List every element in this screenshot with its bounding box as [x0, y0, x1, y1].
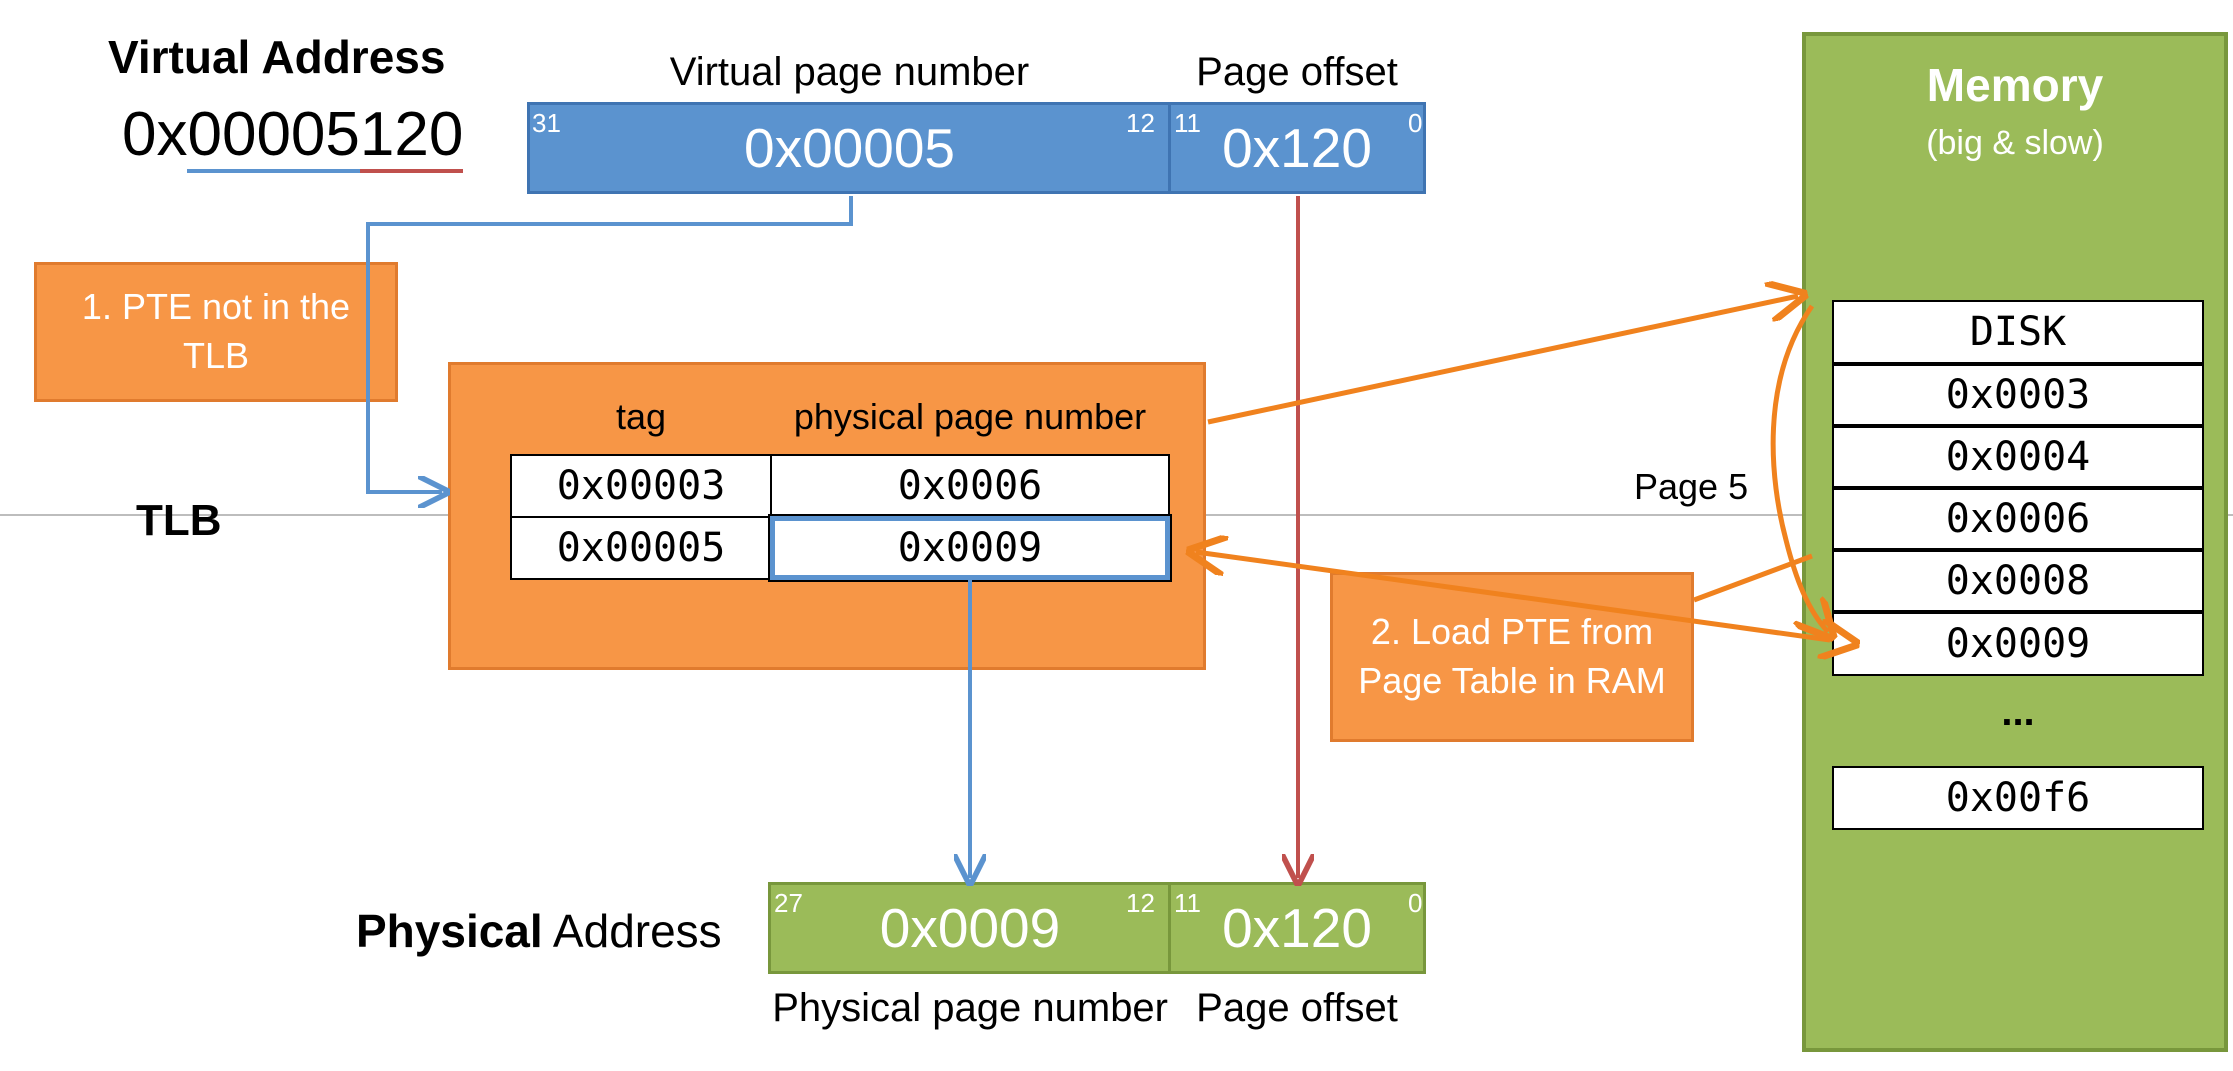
vpn-header: Virtual page number — [669, 50, 1030, 94]
physical-offset-box: 0x120 — [1168, 882, 1426, 974]
tlb-ppn-cell: 0x0006 — [770, 454, 1170, 518]
bit-label: 12 — [1126, 888, 1155, 918]
bit-label: 12 — [1126, 108, 1155, 138]
virtual-address-vpn-digits: 00005 — [187, 100, 360, 173]
offset-box: 0x120 — [1168, 102, 1426, 194]
callout-pointer — [1693, 553, 1813, 603]
callout-load-pte: 2. Load PTE from Page Table in RAM — [1330, 572, 1694, 742]
physical-address-title-bold: Physical — [356, 905, 543, 957]
bit-label: 0 — [1408, 888, 1423, 918]
virtual-address-prefix: 0x — [122, 100, 188, 169]
physical-offset-footer: Page offset — [1196, 986, 1398, 1030]
page-5-label: Page 5 — [1634, 466, 1749, 507]
ppn-footer: Physical page number — [772, 986, 1168, 1030]
bit-label: 11 — [1174, 888, 1201, 918]
bit-label: 0 — [1408, 108, 1423, 138]
physical-offset-value: 0x120 — [1222, 897, 1372, 959]
callout-2-text: 2. Load PTE from Page Table in RAM — [1358, 611, 1666, 701]
physical-address-title-rest: Address — [542, 905, 722, 957]
bit-label: 11 — [1174, 108, 1201, 138]
bit-label: 27 — [774, 888, 803, 918]
ppn-box: 0x0009 — [768, 882, 1172, 974]
bit-label: 31 — [532, 108, 561, 138]
vpn-box: 0x00005 — [527, 102, 1172, 194]
tlb-tag-cell: 0x00005 — [510, 516, 772, 580]
memory-entry: DISK — [1832, 300, 2204, 364]
callout-1-text: 1. PTE not in the TLB — [81, 286, 351, 376]
memory-entry: 0x0008 — [1832, 550, 2204, 612]
memory-entry-last: 0x00f6 — [1832, 766, 2204, 830]
memory-entry: 0x0004 — [1832, 426, 2204, 488]
offset-header: Page offset — [1196, 50, 1398, 94]
memory-entry: 0x0006 — [1832, 488, 2204, 550]
callout-pte-not-in-tlb: 1. PTE not in the TLB — [34, 262, 398, 402]
tlb-to-memory-arrow — [1207, 296, 1798, 425]
virtual-address-value: 0x00005120 — [122, 100, 464, 173]
memory-title: Memory — [1926, 59, 2104, 111]
physical-address-title: Physical Address — [356, 904, 722, 958]
offset-value: 0x120 — [1222, 117, 1372, 179]
vpn-value: 0x00005 — [743, 117, 956, 179]
virtual-address-title: Virtual Address — [108, 31, 446, 83]
memory-entry: 0x0009 — [1832, 612, 2204, 676]
tlb-ppn-cell-highlighted: 0x0009 — [768, 514, 1172, 582]
memory-subtitle: (big & slow) — [1926, 124, 2104, 162]
tlb-tag-cell: 0x00003 — [510, 454, 772, 518]
virtual-address-offset-digits: 120 — [359, 100, 464, 173]
ppn-value: 0x0009 — [879, 897, 1061, 959]
tlb-label: TLB — [136, 496, 222, 545]
tlb-header-tag: tag — [615, 396, 667, 437]
memory-ellipsis: ... — [2001, 690, 2035, 734]
memory-entry: 0x0003 — [1832, 364, 2204, 426]
tlb-header-ppn: physical page number — [793, 396, 1147, 437]
